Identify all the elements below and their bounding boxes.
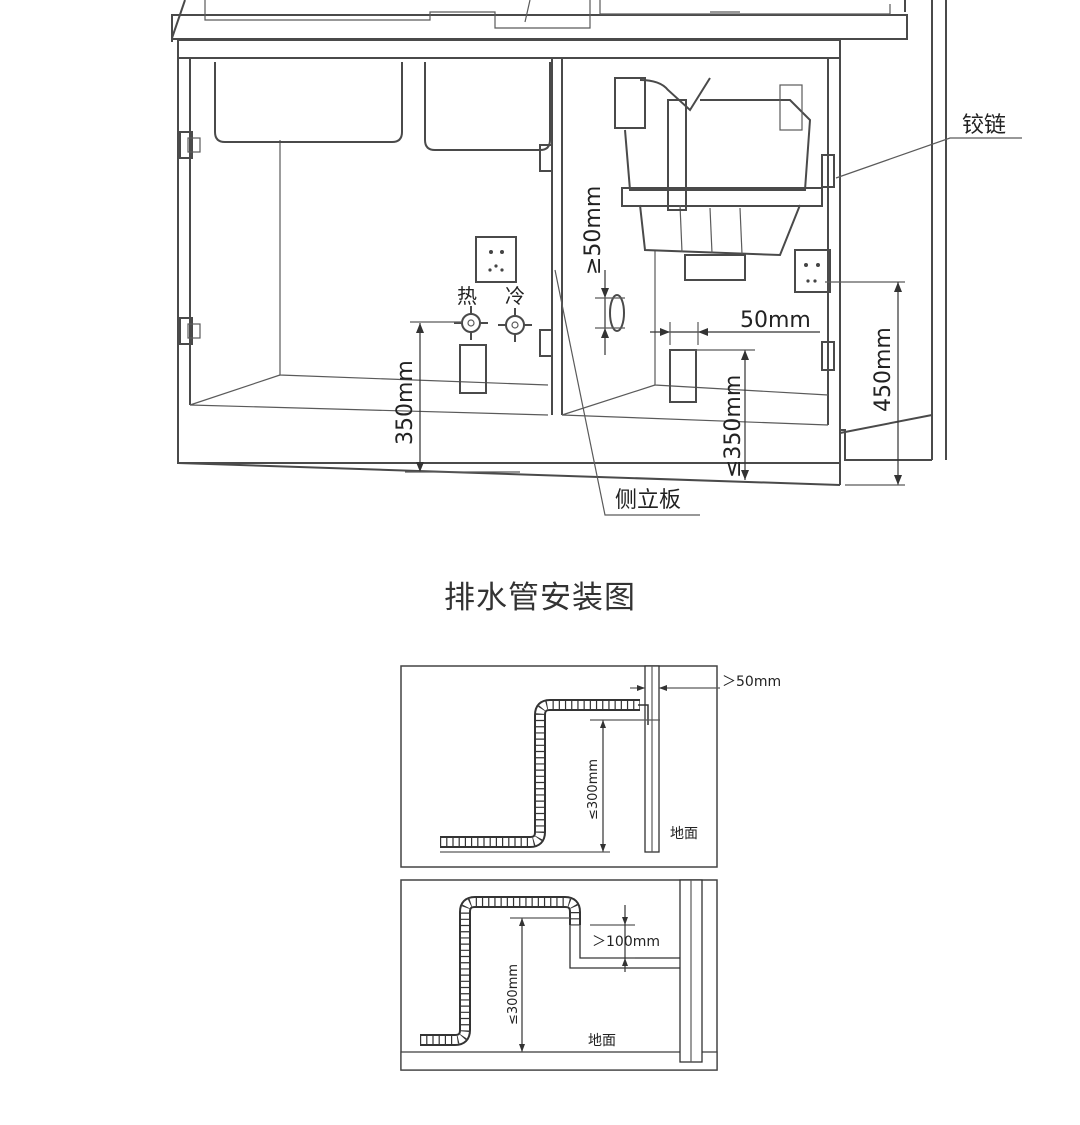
dimensions bbox=[405, 270, 905, 486]
corrugated-hose bbox=[440, 699, 649, 848]
drain-panel-top: ＞50mm ≤300mm 地面 bbox=[400, 665, 781, 868]
corrugated-hose-2 bbox=[420, 896, 581, 1046]
socket-left bbox=[475, 236, 517, 283]
dim-450-label: 450mm bbox=[871, 327, 896, 412]
drain-pipe-left bbox=[459, 344, 487, 394]
purifier-unit bbox=[614, 77, 823, 281]
drain-bottom-floor-label: 地面 bbox=[588, 1033, 616, 1049]
hinges bbox=[179, 131, 835, 371]
cabinet-diagram: 铰链 侧立板 热 冷 50mm ≥50mm 350mm ≤350mm 450mm bbox=[171, 0, 1022, 516]
dim-350-right-label: ≤350mm bbox=[721, 375, 746, 478]
drain-top-floor-label: 地面 bbox=[670, 826, 698, 842]
cold-label: 冷 bbox=[505, 284, 525, 308]
drain-top-gap-label: ＞50mm bbox=[722, 674, 781, 690]
hinge-label: 铰链 bbox=[962, 113, 1006, 138]
dim-350-left-label: 350mm bbox=[393, 360, 418, 445]
socket-right bbox=[794, 249, 831, 293]
drain-top-height-label: ≤300mm bbox=[586, 759, 601, 820]
hot-label: 热 bbox=[457, 284, 477, 308]
drain-panel-bottom: ＞100mm ≤300mm 地面 bbox=[400, 879, 718, 1071]
inlet-pipe bbox=[609, 294, 625, 332]
section-title: 排水管安装图 bbox=[444, 580, 636, 616]
right-wall bbox=[839, 0, 947, 461]
dim-50-label: 50mm bbox=[740, 308, 811, 333]
hot-valve-icon bbox=[454, 306, 488, 340]
cold-valve-icon bbox=[498, 308, 532, 342]
side-panel-label: 侧立板 bbox=[615, 488, 681, 513]
dim-gap-label: ≥50mm bbox=[581, 186, 606, 275]
drain-bottom-height-label: ≤300mm bbox=[506, 964, 521, 1025]
cabinet-body bbox=[177, 57, 841, 486]
leaders bbox=[410, 137, 1022, 516]
drain-bottom-gap-label: ＞100mm bbox=[592, 934, 660, 950]
